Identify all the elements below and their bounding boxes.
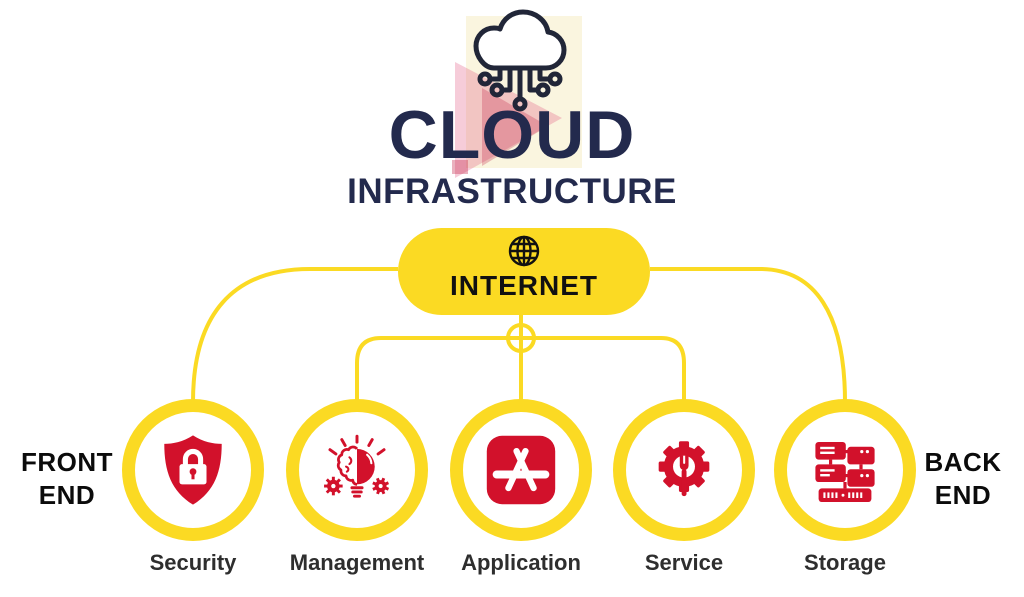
node-service	[613, 399, 755, 541]
node-label-storage: Storage	[804, 550, 886, 575]
internet-label: INTERNET	[450, 270, 598, 301]
globe-icon	[508, 235, 540, 267]
node-application	[450, 399, 592, 541]
node-security	[122, 399, 264, 541]
crosshair-node-icon	[506, 323, 536, 353]
node-management	[286, 399, 428, 541]
front-end-label: FRONT END	[20, 447, 114, 510]
node-storage	[774, 399, 916, 541]
node-label-management: Management	[289, 550, 425, 575]
internet-hub: INTERNET	[398, 228, 650, 315]
node-label-security: Security	[149, 550, 237, 575]
page-title: CLOUD	[388, 97, 636, 173]
connector-bus	[355, 336, 686, 402]
node-label-application: Application	[461, 550, 581, 575]
connector-left-outer	[191, 267, 398, 403]
app-store-icon	[486, 435, 556, 505]
connector-right-outer	[650, 267, 847, 403]
gear-wrench-icon	[658, 441, 710, 497]
shield-lock-icon	[164, 435, 222, 505]
cloud-network-icon	[473, 9, 567, 112]
page-subtitle: INFRASTRUCTURE	[347, 172, 677, 211]
node-label-service: Service	[644, 550, 724, 575]
back-end-label: BACK END	[924, 447, 1002, 510]
brain-lightbulb-icon	[324, 434, 390, 498]
server-stack-icon	[815, 442, 875, 502]
